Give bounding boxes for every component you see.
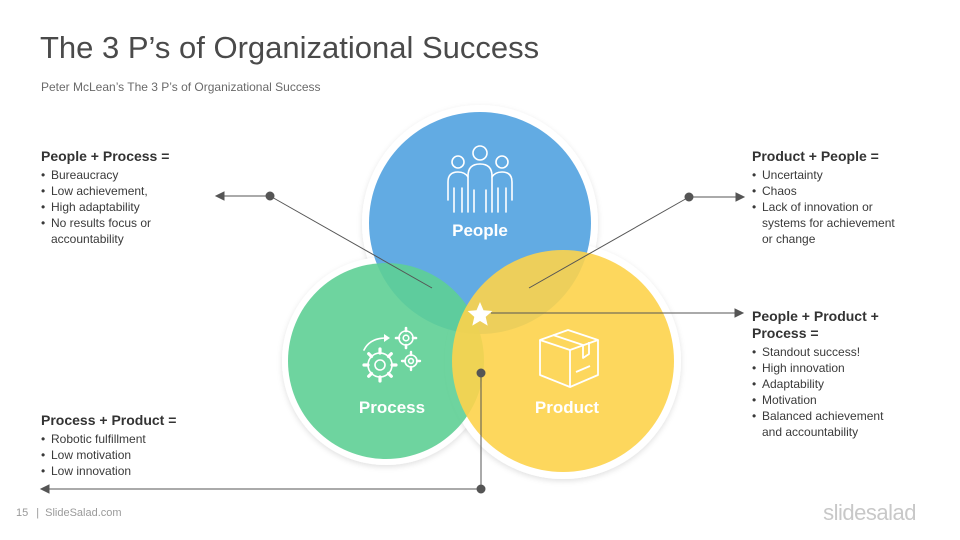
product-label: Product [534,398,600,417]
callout-heading-line2: Process = [752,325,819,341]
people-group-icon [447,145,513,213]
list-item: Standout success! [752,344,942,360]
footer-site: SlideSalad.com [45,507,122,519]
footer: 15 | SlideSalad.com [16,507,122,519]
callout-list: Bureaucracy Low achievement, High adapta… [41,167,211,247]
page-number: 15 [16,507,29,519]
list-item: Adaptability [752,376,942,392]
list-item: Motivation [752,392,942,408]
callout-heading: People + Process = [41,148,170,164]
list-item: Low innovation [41,463,231,479]
list-item: High adaptability [41,199,211,215]
connector-product-people [528,196,690,289]
list-item: Bureaucracy [41,167,211,183]
list-item: Low motivation [41,447,231,463]
callout-heading: Product + People = [752,148,879,164]
list-item: systems for achievement [762,216,895,230]
list-item: Low achievement, [41,183,211,199]
callout-product-people: Product + People = Uncertainty Chaos Lac… [752,148,942,247]
arrow-head [214,191,225,201]
arrow-head [735,192,746,202]
process-circle [288,263,484,459]
callout-list: Robotic fulfillment Low motivation Low i… [41,431,231,479]
page-subtitle: Peter McLean’s The 3 P’s of Organization… [41,80,321,94]
list-item: and accountability [762,425,859,439]
connector-people-process [269,195,433,289]
list-item: Uncertainty [752,167,942,183]
list-item: accountability [51,232,124,246]
list-item: High innovation [752,360,942,376]
list-item: Balanced achievement [752,408,942,424]
list-item: No results focus or [41,215,211,231]
callout-process-product: Process + Product = Robotic fulfillment … [41,412,231,479]
list-item: Lack of innovation or [752,199,942,215]
callout-heading: Process + Product = [41,412,177,428]
callout-all-three: People + Product + Process = Standout su… [752,308,942,440]
gears-icon [362,326,422,383]
connector-dot [476,368,486,378]
people-label: People [452,221,508,240]
callout-list: Uncertainty Chaos Lack of innovation or … [752,167,942,247]
arrow-head [734,308,745,318]
list-item: Chaos [752,183,942,199]
page-title: The 3 P’s of Organizational Success [40,30,540,65]
box-icon [539,329,599,388]
connector-lines [39,191,746,494]
star-icon [467,302,493,326]
list-item: Robotic fulfillment [41,431,231,447]
footer-separator: | [36,507,40,519]
callout-heading-line1: People + Product + [752,308,879,324]
list-item: or change [762,232,816,246]
product-circle [452,250,674,472]
callout-list: Standout success! High innovation Adapta… [752,344,942,440]
arrow-head [39,484,50,494]
brand-logo: slidesalad [823,500,916,525]
process-label: Process [358,398,426,417]
callout-people-process: People + Process = Bureaucracy Low achie… [41,148,211,247]
